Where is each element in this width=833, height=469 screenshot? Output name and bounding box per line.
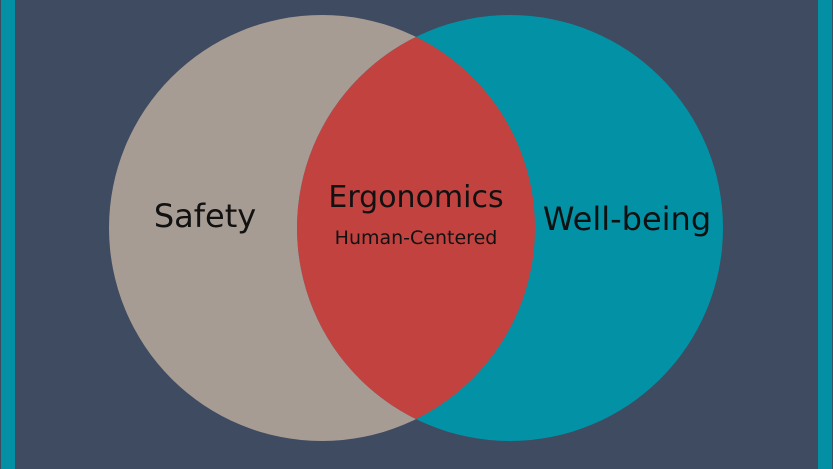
frame-right-strip [818, 0, 832, 469]
ergonomics-label: Ergonomics [328, 180, 503, 215]
safety-label: Safety [154, 197, 256, 235]
well-being-label: Well-being [543, 200, 711, 238]
frame-left-strip [1, 0, 15, 469]
ergonomics-intersection [297, 15, 535, 441]
human-centered-label: Human-Centered [335, 227, 498, 249]
